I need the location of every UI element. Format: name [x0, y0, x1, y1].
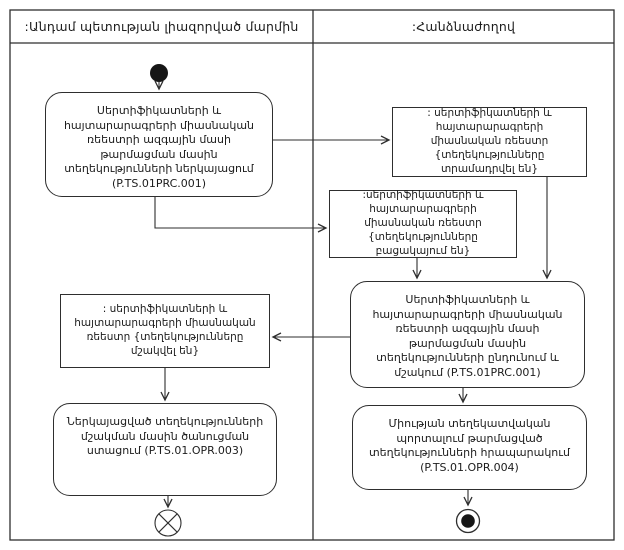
flow-final-icon — [154, 509, 182, 537]
action-submit-info: Սերտիֆիկատների և հայտարարագրերի միասնակա… — [45, 92, 273, 197]
lane-title: :Հանձնաժողով — [411, 19, 516, 34]
initial-node-icon — [150, 64, 168, 82]
swimlane-frame — [9, 9, 615, 541]
action-receive-process-info: Սերտիֆիկատների և հայտարարագրերի միասնակա… — [350, 281, 585, 388]
lane-title: :Անդամ պետության լիազորված մարմին — [24, 19, 299, 34]
action-receive-notification: Ներկայացված տեղեկությունների մշակման մաս… — [53, 403, 277, 496]
lane-header-authorized-body: :Անդամ պետության լիազորված մարմին — [10, 10, 313, 43]
object-register-missing: :սերտիֆիկատների և հայտարարագրերի միասնակ… — [329, 189, 517, 258]
lane-header-commission: :Հանձնաժողով — [313, 10, 614, 43]
activity-final-icon — [455, 508, 481, 534]
object-register-provided: : սերտիֆիկատների և հայտարարագրերի միասնա… — [392, 107, 587, 177]
object-register-processed: : սերտիֆիկատների և հայտարարագրերի միասնա… — [60, 294, 270, 368]
action-publish-info: Միության տեղեկատվական պորտալում թարմացվա… — [352, 405, 587, 490]
edge-submit-to-missing — [154, 197, 326, 228]
